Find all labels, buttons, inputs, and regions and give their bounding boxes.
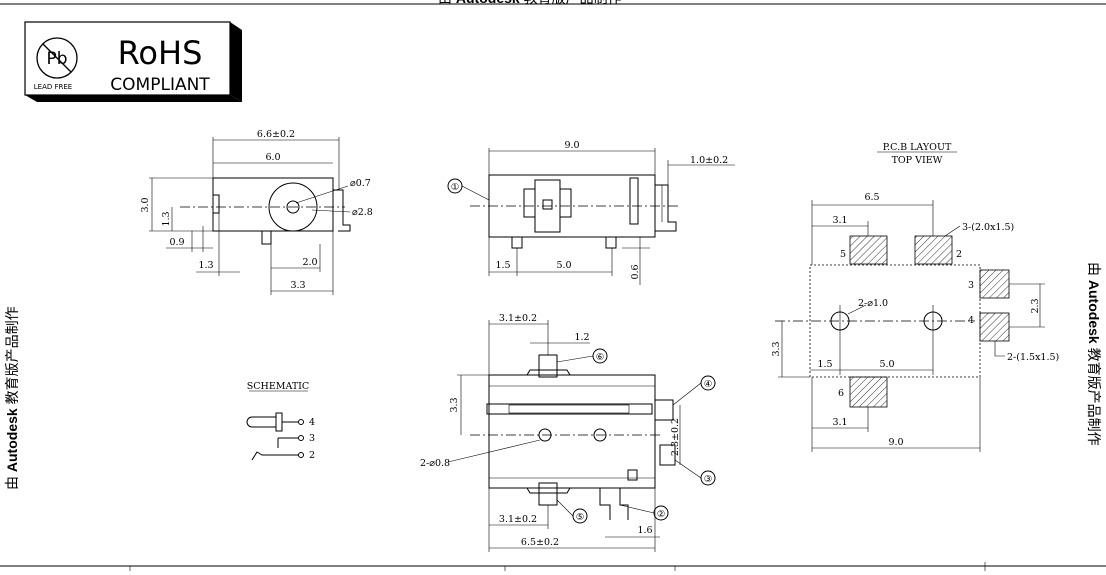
dim-pin-to-center: 3.3 (290, 280, 305, 291)
watermark-top: 由 Autodesk 教育版产品制作 (438, 0, 622, 6)
svg-text:5: 5 (840, 249, 846, 260)
svg-text:由 Autodesk 教育版产品制作: 由 Autodesk 教育版产品制作 (438, 0, 622, 6)
pcb-layout: P.C.B LAYOUT TOP VIEW 5 2 3 4 6 6.5 3.1 … (771, 142, 1059, 452)
svg-text:6: 6 (838, 388, 844, 399)
svg-text:Pb: Pb (46, 49, 67, 69)
svg-text:3: 3 (968, 280, 974, 291)
callout-2: ② (657, 509, 666, 520)
callout-6: ⑥ (596, 352, 605, 363)
pcb-dim-bottom-offset: 3.1 (832, 417, 847, 428)
side-view: 9.0 1.0±0.2 1.5 5.0 0.6 ① (447, 140, 735, 285)
dim-half-height: 1.3 (161, 211, 172, 226)
rohs-title: RoHS (118, 34, 203, 72)
front-view: 6.6±0.2 6.0 3.0 1.3 0.9 1.3 2.0 3.3 ⌀0.7… (140, 129, 373, 295)
pcb-dim-height: 3.3 (771, 341, 782, 356)
watermark-right: 由 Autodesk 教育版产品制作 (1086, 262, 1102, 446)
lead-free-icon: Pb LEAD FREE (34, 37, 78, 91)
pcb-dim-pad-size: 3-(2.0x1.5) (962, 222, 1014, 233)
svg-text:4: 4 (968, 315, 974, 326)
schematic-title: SCHEMATIC (247, 381, 309, 392)
dim-inner-dia: ⌀0.7 (350, 178, 371, 189)
pad-4 (979, 312, 1010, 342)
watermark-left: 由 Autodesk 教育版产品制作 (4, 306, 20, 490)
dim-pin1: 1.5 (495, 260, 510, 271)
dim-holes: 2-⌀0.8 (420, 458, 450, 469)
schematic-pin-3: 3 (309, 433, 315, 444)
pcb-dim-side-pad: 2-(1.5x1.5) (1007, 352, 1059, 363)
dim-tab: 1.0±0.2 (690, 155, 728, 166)
callout-4: ④ (704, 379, 713, 390)
pcb-title: P.C.B LAYOUT (883, 142, 952, 153)
schematic: SCHEMATIC 4 3 2 (246, 381, 315, 461)
dim-top-tab: 1.2 (574, 332, 589, 343)
dim-length: 9.0 (564, 140, 579, 151)
svg-text:2: 2 (956, 249, 962, 260)
dim-pin-offset: 1.3 (198, 260, 213, 271)
dim-overall-top: 6.5±0.2 (521, 537, 559, 548)
pcb-dim-hole-left: 1.5 (817, 359, 832, 370)
pcb-dim-pad-span: 6.5 (864, 192, 879, 203)
dim-top-left: 3.1±0.2 (499, 313, 537, 324)
pcb-dim-pad-offset: 3.1 (832, 215, 847, 226)
callout-5: ⑤ (576, 512, 585, 523)
callout-3: ③ (704, 474, 713, 485)
lead-free-label: LEAD FREE (34, 83, 72, 91)
dim-right-offset: 2.3±0.2 (670, 418, 681, 456)
dim-body-width: 6.0 (265, 152, 280, 163)
dim-tab-height: 0.6 (630, 264, 641, 279)
rohs-subtitle: COMPLIANT (110, 75, 210, 95)
pad-3 (979, 269, 1010, 299)
schematic-pin-4: 4 (309, 417, 315, 428)
dim-height-top: 3.3 (449, 397, 460, 412)
dim-bottom-tab: 1.6 (637, 525, 652, 536)
pad-5 (849, 235, 888, 265)
pad-2 (914, 235, 953, 265)
dim-pin-spacing: 2.0 (302, 257, 317, 268)
pad-6 (849, 376, 888, 408)
dim-pin-pitch: 5.0 (556, 260, 571, 271)
dim-bottom-left: 3.1±0.2 (499, 514, 537, 525)
rohs-badge: Pb LEAD FREE RoHS COMPLIANT (24, 21, 242, 102)
callout-1: ① (451, 182, 460, 193)
dim-outer-dia: ⌀2.8 (352, 207, 373, 218)
pcb-dim-side-gap: 2.3 (1030, 298, 1041, 313)
svg-text:由 Autodesk 教育版产品制作: 由 Autodesk 教育版产品制作 (1086, 262, 1102, 446)
pcb-dim-hole-pitch: 5.0 (879, 359, 894, 370)
dim-height: 3.0 (140, 197, 151, 212)
top-view: 3.1±0.2 1.2 3.3 2.3±0.2 2-⌀0.8 3.1±0.2 1… (420, 313, 716, 552)
svg-text:由 Autodesk 教育版产品制作: 由 Autodesk 教育版产品制作 (4, 306, 20, 490)
pcb-subtitle: TOP VIEW (892, 155, 943, 166)
dim-overall-width: 6.6±0.2 (257, 129, 295, 140)
pcb-dim-total: 9.0 (888, 437, 903, 448)
pcb-dim-holes: 2-⌀1.0 (858, 298, 888, 309)
schematic-pin-2: 2 (309, 450, 315, 461)
dim-left-offset: 0.9 (169, 237, 184, 248)
